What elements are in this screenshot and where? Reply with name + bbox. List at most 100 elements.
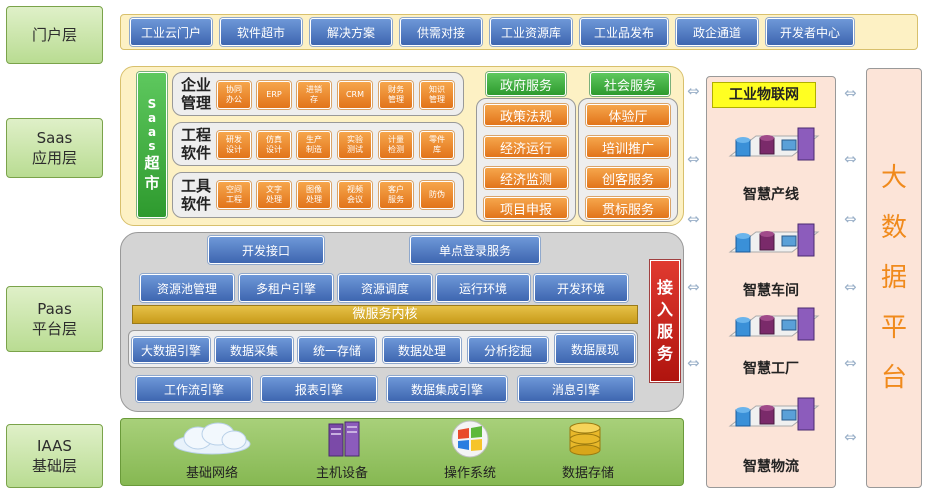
category-label-tools: 工具 软件: [178, 177, 214, 213]
bigdata-char-0: 大: [880, 163, 907, 193]
app-item-simulation[interactable]: 仿真设计: [257, 131, 291, 159]
saas-market-char-1: a: [147, 111, 157, 125]
paas-dev-interface[interactable]: 开发接口: [208, 236, 324, 264]
paas-bigdata-engine[interactable]: 大数据引擎: [132, 337, 210, 363]
portal-item-1[interactable]: 软件超市: [220, 18, 302, 46]
gov-item-0[interactable]: 政策法规: [484, 104, 568, 126]
access-service-block[interactable]: 接 入 服 务: [650, 260, 680, 382]
paas-report-engine[interactable]: 报表引擎: [261, 376, 377, 402]
saas-market-column[interactable]: S a a s 超 市: [137, 72, 167, 218]
windows-logo-icon: [451, 420, 489, 458]
gov-item-3[interactable]: 项目申报: [484, 197, 568, 219]
logistics-devices-icon: [728, 397, 820, 431]
double-arrow-icon: ⇔: [687, 210, 700, 228]
paas-multi-tenant[interactable]: 多租户引擎: [239, 274, 333, 302]
app-item-text: 财务: [388, 85, 404, 94]
layer-label-iaas: IAAS 基础层: [6, 424, 103, 488]
app-item-customer-service[interactable]: 客户服务: [379, 181, 413, 209]
paas-message-engine[interactable]: 消息引擎: [518, 376, 634, 402]
app-item-text: 图像: [306, 185, 322, 194]
portal-item-5[interactable]: 工业品发布: [580, 18, 668, 46]
layer-label-saas-line2: 应用层: [31, 149, 77, 167]
app-item-image-processing[interactable]: 图像处理: [297, 181, 331, 209]
app-item-metrology[interactable]: 计量检测: [379, 131, 413, 159]
app-item-text: 知识: [429, 85, 445, 94]
server-icon: [328, 421, 360, 457]
app-item-text: 仿真: [266, 135, 282, 144]
social-item-2[interactable]: 创客服务: [586, 167, 670, 189]
app-item-testing[interactable]: 实验测试: [338, 131, 372, 159]
gov-item-2[interactable]: 经济监测: [484, 167, 568, 189]
double-arrow-icon: ⇔: [687, 278, 700, 296]
app-item-text: 管理: [388, 95, 404, 104]
social-item-0[interactable]: 体验厅: [586, 104, 670, 126]
factory-devices-icon: [728, 307, 820, 341]
iaas-item-label-host: 主机设备: [315, 466, 368, 481]
app-item-parts-library[interactable]: 零件库: [420, 131, 454, 159]
app-item-text-processing[interactable]: 文字处理: [257, 181, 291, 209]
paas-unified-storage[interactable]: 统一存储: [298, 337, 376, 363]
double-arrow-icon: ⇔: [844, 278, 857, 296]
paas-data-integration-engine[interactable]: 数据集成引擎: [387, 376, 507, 402]
gov-item-1[interactable]: 经济运行: [484, 136, 568, 158]
paas-data-display[interactable]: 数据展现: [555, 334, 635, 364]
layer-label-paas-line1: Paas: [37, 300, 72, 318]
paas-runtime-env[interactable]: 运行环境: [436, 274, 530, 302]
portal-item-0[interactable]: 工业云门户: [130, 18, 212, 46]
app-item-finance[interactable]: 财务管理: [379, 81, 413, 109]
double-arrow-icon: ⇔: [844, 150, 857, 168]
app-item-cooperative-office[interactable]: 协同办公: [217, 81, 251, 109]
app-item-text: 制造: [306, 145, 322, 154]
bigdata-char-4: 台: [880, 363, 907, 393]
iot-item-logistics[interactable]: 智慧物流: [743, 459, 799, 475]
portal-item-3[interactable]: 供需对接: [400, 18, 482, 46]
iot-item-factory[interactable]: 智慧工厂: [743, 361, 799, 377]
paas-sso-service[interactable]: 单点登录服务: [410, 236, 540, 264]
access-service-char-3: 务: [656, 344, 673, 363]
paas-workflow-engine[interactable]: 工作流引擎: [136, 376, 252, 402]
social-services-header[interactable]: 社会服务: [590, 72, 670, 96]
layer-label-paas: Paas 平台层: [6, 286, 103, 352]
app-item-manufacturing[interactable]: 生产制造: [297, 131, 331, 159]
paas-data-processing[interactable]: 数据处理: [383, 337, 461, 363]
app-item-rd-design[interactable]: 研发设计: [217, 131, 251, 159]
iot-item-workshop[interactable]: 智慧车间: [743, 283, 799, 299]
saas-market-char-2: a: [147, 125, 157, 139]
portal-item-2[interactable]: 解决方案: [310, 18, 392, 46]
app-item-knowledge[interactable]: 知识管理: [420, 81, 454, 109]
bigdata-platform-column[interactable]: 大 数 据 平 台: [866, 68, 922, 488]
paas-data-collection[interactable]: 数据采集: [215, 337, 293, 363]
cloud-icon: [173, 422, 251, 455]
access-service-char-1: 入: [656, 300, 673, 319]
app-item-erp[interactable]: ERP: [257, 81, 291, 109]
social-item-3[interactable]: 贯标服务: [586, 197, 670, 219]
app-item-text: 工程: [226, 195, 242, 204]
app-item-space-engineering[interactable]: 空间工程: [217, 181, 251, 209]
social-item-1[interactable]: 培训推广: [586, 136, 670, 158]
app-item-video-conference[interactable]: 视频会议: [338, 181, 372, 209]
double-arrow-icon: ⇔: [687, 354, 700, 372]
iot-title[interactable]: 工业物联网: [712, 82, 816, 108]
app-item-inventory[interactable]: 进销存: [297, 81, 331, 109]
iot-item-production-line[interactable]: 智慧产线: [743, 187, 799, 203]
portal-item-6[interactable]: 政企通道: [676, 18, 758, 46]
category-label-enterprise-2: 管理: [180, 94, 211, 112]
paas-resource-scheduling[interactable]: 资源调度: [338, 274, 432, 302]
app-item-text: 计量: [388, 135, 404, 144]
app-item-text: 检测: [388, 145, 404, 154]
app-item-crm[interactable]: CRM: [338, 81, 372, 109]
bigdata-char-2: 据: [880, 263, 907, 293]
app-item-text: ERP: [266, 90, 282, 99]
app-item-anti-counterfeit[interactable]: 防伪: [420, 181, 454, 209]
paas-dev-env[interactable]: 开发环境: [534, 274, 628, 302]
paas-resource-pool[interactable]: 资源池管理: [140, 274, 234, 302]
portal-item-4[interactable]: 工业资源库: [490, 18, 572, 46]
microservice-kernel-bar[interactable]: 微服务内核: [132, 305, 638, 324]
bigdata-char-1: 数: [880, 213, 907, 243]
category-label-tools-2: 软件: [180, 195, 211, 213]
paas-analysis-mining[interactable]: 分析挖掘: [468, 337, 548, 363]
app-item-text: 进销: [306, 85, 322, 94]
production-line-devices-icon: [728, 127, 820, 161]
portal-item-7[interactable]: 开发者中心: [766, 18, 854, 46]
gov-services-header[interactable]: 政府服务: [486, 72, 566, 96]
